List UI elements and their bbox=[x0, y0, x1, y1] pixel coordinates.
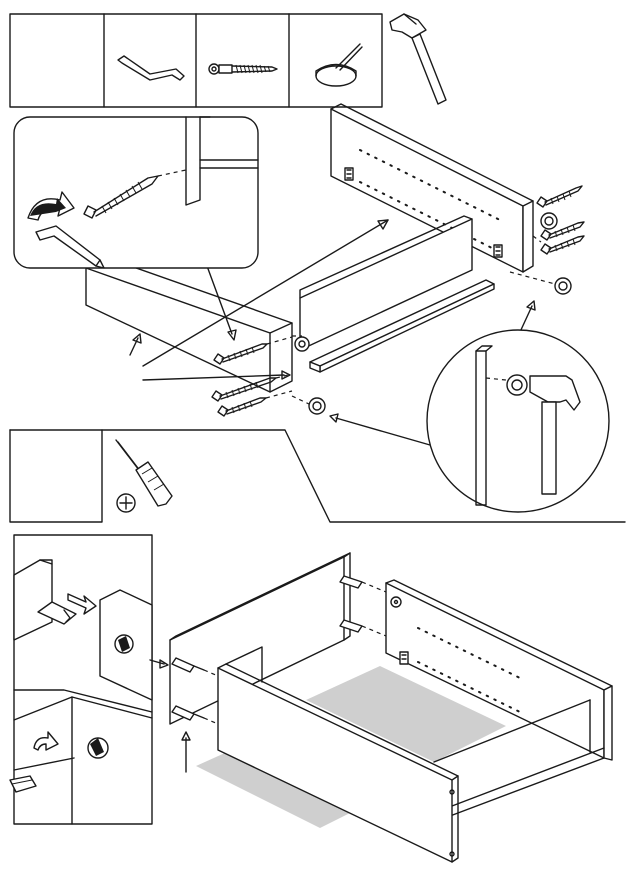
hammer-icon bbox=[390, 14, 446, 104]
nail-cap-icon bbox=[316, 44, 362, 86]
side-panel-left bbox=[86, 258, 292, 392]
hammer-cap-detail bbox=[427, 330, 609, 512]
dowel-insert-detail bbox=[14, 535, 152, 824]
screw-with-washer-icon bbox=[209, 64, 277, 74]
step-two-assembly bbox=[10, 535, 612, 862]
front-panel-cam bbox=[295, 337, 309, 351]
allen-key-screw-detail bbox=[14, 117, 258, 268]
cam-tighten-detail bbox=[10, 690, 152, 824]
allen-key-icon bbox=[118, 56, 184, 80]
tool-panel-top bbox=[10, 14, 382, 107]
cross-screw-head-icon bbox=[117, 494, 135, 512]
step-one-assembly bbox=[14, 104, 609, 512]
